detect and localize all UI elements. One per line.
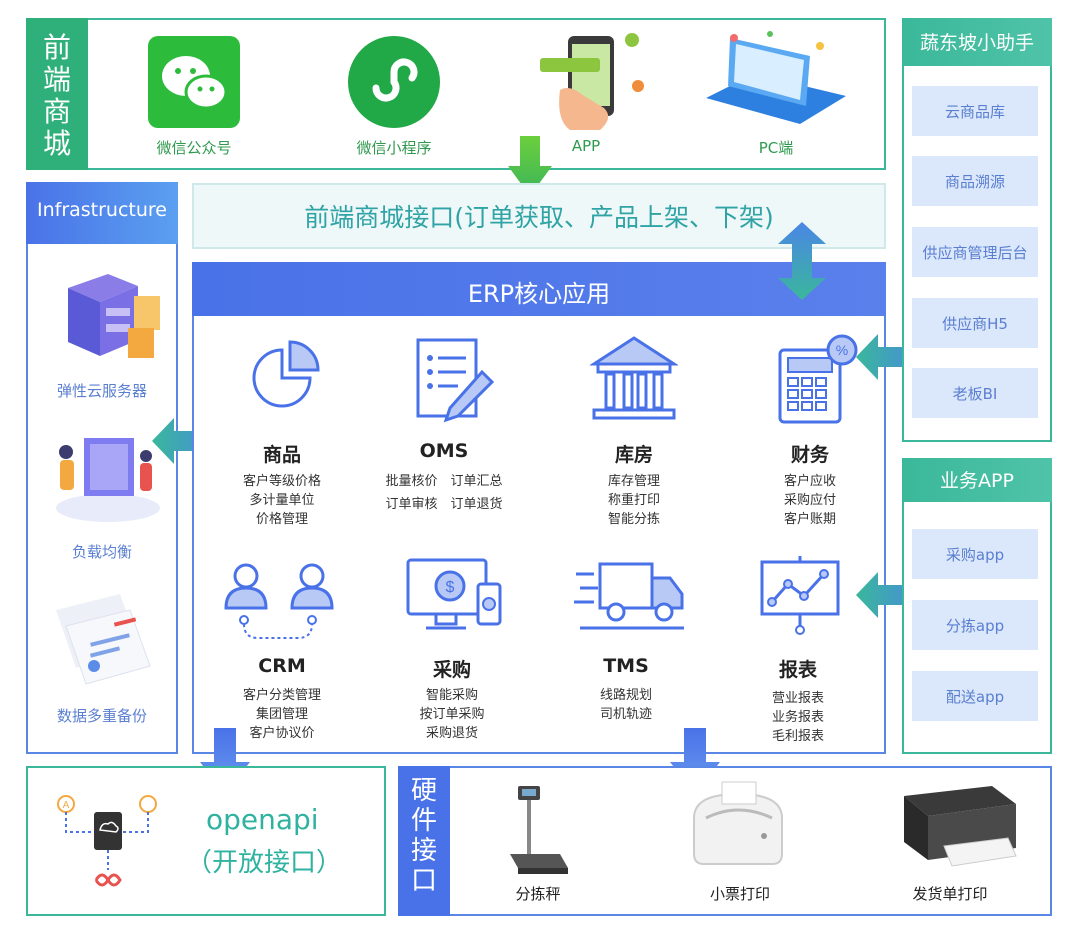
crm-people-icon xyxy=(222,560,338,648)
receipt-printer-icon xyxy=(684,778,794,872)
channel-label-mini-program: 微信小程序 xyxy=(356,139,432,157)
module-line: 按订单采购 xyxy=(419,707,485,722)
cloud-server-icon xyxy=(48,268,164,368)
oms-document-pen-icon xyxy=(412,336,498,430)
module-line: 营业报表 xyxy=(771,691,824,706)
module-title-finance: 财务 xyxy=(790,444,829,466)
report-chart-board-icon xyxy=(758,556,842,640)
assistant-title: 蔬东坡小助手 xyxy=(919,32,1034,54)
hardware-item-label: 发货单打印 xyxy=(912,885,988,903)
erp-title: ERP核心应用 xyxy=(467,280,611,308)
module-line: 司机轨迹 xyxy=(599,707,652,722)
infra-label-cloud-server: 弹性云服务器 xyxy=(56,382,147,400)
warehouse-building-icon xyxy=(588,334,680,426)
business-app-item[interactable]: 配送app xyxy=(912,671,1038,721)
frontend-down-arrow xyxy=(508,136,552,200)
mini-program-icon xyxy=(348,36,440,132)
module-line: 毛利报表 xyxy=(771,729,824,744)
module-line: 价格管理 xyxy=(255,512,308,527)
module-line: 客户分类管理 xyxy=(242,688,321,703)
svg-text:%: % xyxy=(836,342,848,358)
channel-label-wechat: 微信公众号 xyxy=(156,139,232,157)
business-app-header xyxy=(902,458,1052,502)
tms-truck-icon xyxy=(574,560,686,638)
module-line: 客户账期 xyxy=(783,512,836,527)
module-line: 订单审核 订单退货 xyxy=(385,497,503,512)
module-line: 多计量单位 xyxy=(249,493,315,508)
frontend-vertical-label: 前端商城 xyxy=(42,31,71,160)
module-line: 称重打印 xyxy=(607,493,660,508)
module-line: 智能分拣 xyxy=(607,512,660,527)
product-pie-icon xyxy=(242,336,328,420)
business-app-item[interactable]: 采购app xyxy=(912,529,1038,579)
module-line: 线路规划 xyxy=(599,688,652,703)
module-line: 业务报表 xyxy=(771,710,824,725)
module-title-product: 商品 xyxy=(262,444,301,466)
svg-text:$: $ xyxy=(446,579,455,596)
module-title-report: 报表 xyxy=(778,659,817,681)
interface-erp-double-arrow xyxy=(778,222,826,304)
module-line: 库存管理 xyxy=(607,474,660,489)
business-app-item[interactable]: 分拣app xyxy=(912,600,1038,650)
sorting-scale-icon xyxy=(506,782,572,882)
channel-label-pc: PC端 xyxy=(758,139,794,157)
module-line: 客户协议价 xyxy=(249,726,315,741)
module-line: 客户应收 xyxy=(783,474,836,489)
erp-panel xyxy=(192,262,886,754)
module-line: 客户等级价格 xyxy=(242,474,321,489)
module-title-tms: TMS xyxy=(603,655,649,677)
data-backup-icon xyxy=(50,590,162,694)
frontend-label-box xyxy=(26,18,88,170)
wechat-official-account-icon xyxy=(148,36,240,132)
channel-label-app: APP xyxy=(571,137,601,155)
infra-label-load-balance: 负载均衡 xyxy=(71,543,132,561)
module-title-crm: CRM xyxy=(258,655,306,677)
load-balancing-icon xyxy=(48,428,164,530)
assistant-item[interactable]: 供应商H5 xyxy=(912,298,1038,348)
svg-text:A: A xyxy=(63,800,70,811)
assistant-item[interactable]: 供应商管理后台 xyxy=(912,227,1038,277)
module-line: 批量核价 订单汇总 xyxy=(385,474,503,489)
openapi-network-icon: A xyxy=(52,790,162,898)
module-line: 采购应付 xyxy=(783,493,836,508)
hardware-item-label: 小票打印 xyxy=(709,885,770,903)
openapi-title: openapi xyxy=(206,803,319,836)
infrastructure-header xyxy=(26,182,178,244)
hardware-vertical-label: 硬件接口 xyxy=(410,776,437,896)
assistant-header xyxy=(902,18,1052,66)
module-title-oms: OMS xyxy=(419,440,469,462)
mobile-app-icon xyxy=(540,30,650,138)
openapi-subtitle: （开放接口） xyxy=(186,848,343,878)
module-line: 采购退货 xyxy=(425,726,478,741)
frontend-interface-bar xyxy=(192,183,886,249)
assistant-item[interactable]: 商品溯源 xyxy=(912,156,1038,206)
frontend-interface-text: 前端商城接口(订单获取、产品上架、下架) xyxy=(304,203,774,232)
module-line: 集团管理 xyxy=(255,707,308,722)
module-title-purchase: 采购 xyxy=(432,659,471,681)
module-title-warehouse: 库房 xyxy=(614,444,653,466)
purchase-monitor-dollar-icon: $ xyxy=(404,556,506,642)
openapi-panel xyxy=(26,766,386,916)
infrastructure-title: Infrastructure xyxy=(36,199,167,221)
shipping-document-printer-icon xyxy=(888,780,1022,876)
infra-label-data-backup: 数据多重备份 xyxy=(56,707,147,725)
assistant-item[interactable]: 老板BI xyxy=(912,368,1038,418)
hardware-item-label: 分拣秤 xyxy=(515,885,561,903)
assistant-item[interactable]: 云商品库 xyxy=(912,86,1038,136)
module-line: 智能采购 xyxy=(425,688,478,703)
pc-laptop-icon xyxy=(700,28,850,138)
hardware-label-box xyxy=(398,766,450,916)
erp-header xyxy=(192,262,886,316)
finance-calculator-icon: % xyxy=(776,334,860,430)
business-app-title: 业务APP xyxy=(940,470,1014,492)
